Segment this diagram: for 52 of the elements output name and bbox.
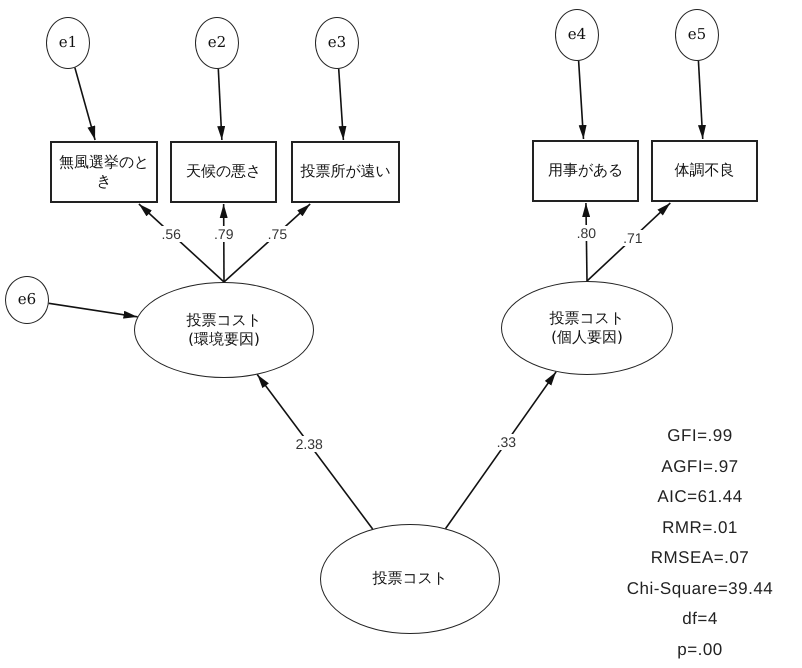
- coefficient-label: .75: [266, 226, 290, 242]
- fit-statistic: Chi-Square=39.44: [626, 578, 774, 598]
- node-label: 投票コスト(個人要因): [548, 308, 626, 348]
- path-arrow: [444, 371, 557, 529]
- fit-statistic: AIC=61.44: [656, 487, 744, 507]
- path-arrow: [586, 202, 671, 282]
- coefficient-label: .56: [160, 226, 183, 242]
- node-label: 体調不良: [674, 161, 734, 181]
- coefficient-label: .79: [212, 226, 236, 242]
- path-arrow: [223, 203, 311, 283]
- error-term-circle: [315, 17, 359, 69]
- fit-statistic: GFI=.99: [666, 426, 734, 446]
- error-term-circle: [675, 9, 719, 61]
- node-label: 投票コスト: [372, 569, 448, 589]
- observed-variable-box: [651, 140, 758, 202]
- node-label: e2: [208, 33, 226, 53]
- fit-statistic: RMSEA=.07: [650, 548, 750, 568]
- node-label: e5: [688, 25, 706, 45]
- node-label: 投票所が遠い: [300, 162, 390, 182]
- path-arrow: [138, 203, 225, 283]
- node-label: e6: [18, 290, 36, 310]
- path-arrow: [48, 302, 138, 319]
- error-term-circle: [46, 17, 90, 69]
- observed-variable-box: [532, 140, 639, 202]
- coefficient-label: .80: [574, 224, 598, 241]
- coefficient-label: .33: [494, 434, 518, 450]
- path-arrow: [698, 60, 706, 140]
- path-arrow: [338, 68, 346, 140]
- path-arrow: [256, 374, 374, 530]
- error-term-circle: [555, 9, 599, 61]
- node-label: 投票コスト(環境要因): [186, 310, 262, 350]
- error-term-circle: [5, 276, 49, 324]
- node-label: e4: [568, 25, 586, 45]
- coefficient-label: .71: [621, 230, 645, 246]
- path-arrow: [74, 67, 96, 140]
- node-label: 天候の悪さ: [186, 162, 261, 182]
- node-label: 用事がある: [548, 161, 623, 181]
- coefficient-label: 2.38: [294, 436, 325, 452]
- node-label: 無風選挙のとき: [58, 152, 150, 192]
- fit-statistic: df=4: [681, 609, 719, 629]
- error-term-circle: [195, 17, 239, 69]
- observed-variable-box: [170, 141, 277, 203]
- path-arrow: [217, 68, 226, 140]
- observed-variable-box: [291, 141, 400, 203]
- node-label: e1: [58, 33, 78, 53]
- path-arrow: [220, 204, 228, 282]
- fit-statistic: AGFI=.97: [660, 456, 740, 476]
- fit-statistic: RMR=.01: [661, 518, 739, 538]
- observed-variable-box: [50, 141, 158, 203]
- fit-statistic: p=.00: [676, 640, 724, 660]
- node-label: e3: [328, 33, 346, 53]
- path-arrow: [578, 60, 587, 140]
